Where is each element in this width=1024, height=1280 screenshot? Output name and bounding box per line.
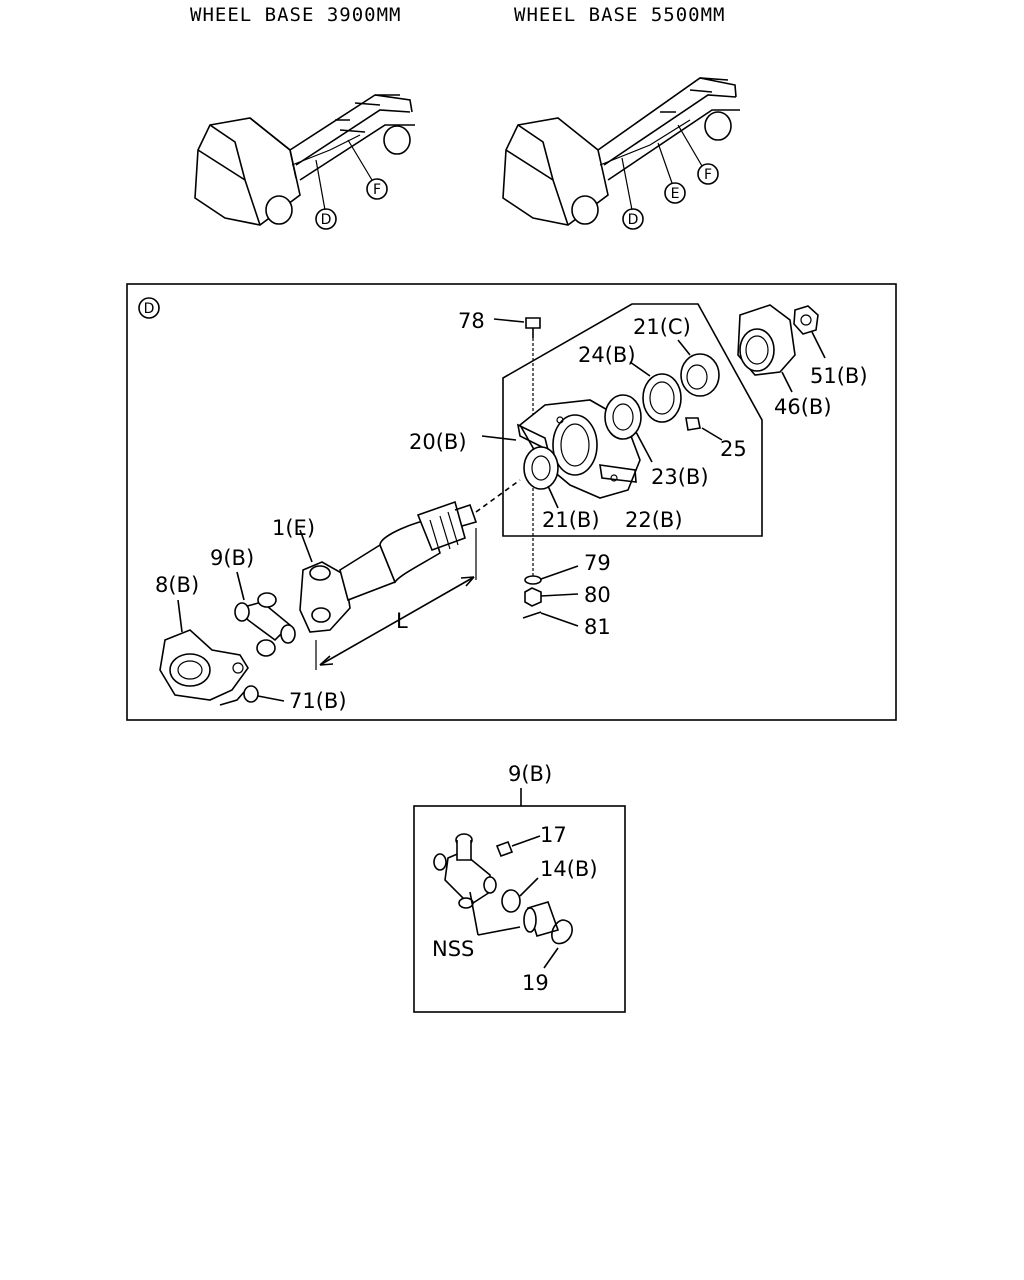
main-view-frame bbox=[126, 283, 897, 721]
truck-left-callout-f: F bbox=[373, 182, 381, 198]
nut-71b bbox=[243, 685, 285, 703]
view-id-d: D bbox=[144, 301, 155, 317]
truck-left-callout-d: D bbox=[321, 212, 332, 228]
label-8b: 8(B) bbox=[155, 573, 199, 597]
flange-46b bbox=[737, 304, 796, 393]
label-51b: 51(B) bbox=[810, 364, 868, 388]
label-78: 78 bbox=[458, 309, 485, 333]
main-exploded-view: D bbox=[126, 283, 897, 721]
label-21c: 21(C) bbox=[633, 315, 691, 339]
washer-79 bbox=[524, 565, 579, 585]
label-71b: 71(B) bbox=[289, 689, 347, 713]
seal-21b bbox=[523, 446, 559, 509]
label-24b: 24(B) bbox=[578, 343, 636, 367]
label-79: 79 bbox=[584, 551, 611, 575]
detail-label-19: 19 bbox=[522, 971, 549, 995]
label-9b: 9(B) bbox=[210, 546, 254, 570]
bearing-23b bbox=[604, 394, 653, 463]
truck-illustration-3900: D F bbox=[194, 94, 415, 230]
label-1e: 1(E) bbox=[272, 516, 315, 540]
truck-right-callout-e: E bbox=[671, 186, 680, 202]
truck-illustration-5500: D E F bbox=[502, 77, 740, 230]
grease-nipple-25 bbox=[685, 417, 723, 441]
universal-joint-9b bbox=[234, 571, 296, 657]
nut-51b bbox=[793, 305, 826, 359]
label-20b: 20(B) bbox=[409, 430, 467, 454]
center-bearing-inset bbox=[502, 303, 763, 537]
detail-label-14b: 14(B) bbox=[540, 857, 598, 881]
nut-80 bbox=[524, 587, 579, 607]
truck-right-callout-f: F bbox=[704, 167, 712, 183]
ring-24b bbox=[629, 361, 682, 423]
pin-81 bbox=[522, 611, 579, 627]
detail-title: 9(B) bbox=[508, 762, 552, 786]
propeller-shaft-1e bbox=[299, 479, 521, 670]
label-80: 80 bbox=[584, 583, 611, 607]
detail-view-frame bbox=[413, 805, 626, 1013]
label-81: 81 bbox=[584, 615, 611, 639]
heading-wheelbase-5500: WHEEL BASE 5500MM bbox=[514, 4, 726, 26]
label-21b: 21(B) bbox=[542, 508, 600, 532]
dimension-l: L bbox=[396, 609, 408, 633]
flange-yoke-8b bbox=[159, 599, 249, 706]
label-22b: 22(B) bbox=[625, 508, 683, 532]
label-25: 25 bbox=[720, 437, 747, 461]
label-23b: 23(B) bbox=[651, 465, 709, 489]
seal-21c bbox=[677, 339, 720, 397]
label-46b: 46(B) bbox=[774, 395, 832, 419]
detail-label-17: 17 bbox=[540, 823, 567, 847]
heading-wheelbase-3900: WHEEL BASE 3900MM bbox=[190, 4, 402, 26]
truck-right-callout-d: D bbox=[628, 212, 639, 228]
detail-label-nss: NSS bbox=[432, 937, 474, 961]
detail-view-9b: 9(B) 17 14(B) NSS 19 bbox=[413, 762, 626, 1013]
